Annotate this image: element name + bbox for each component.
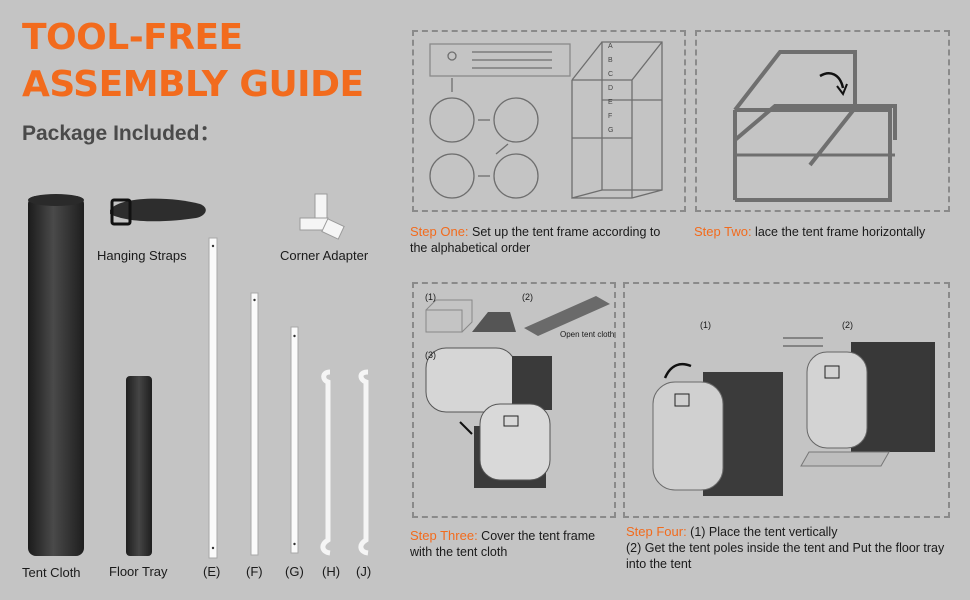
step-two-diagram (733, 50, 897, 202)
step-one-text: Set up the tent frame according to the a… (410, 225, 661, 255)
pole-j-label: (J) (356, 564, 372, 579)
step-one-diagram (429, 41, 663, 199)
step-three-sub-1: (1) (425, 292, 436, 302)
frame-letter-a: A (608, 43, 613, 50)
frame-letter-c: C (608, 71, 614, 78)
tent-cloth-label: Tent Cloth (22, 565, 81, 580)
step-three-panel (412, 282, 616, 518)
frame-letter-f: F (608, 113, 613, 120)
frame-letter-b: B (608, 57, 613, 64)
title-line-2: ASSEMBLY GUIDE (22, 64, 364, 105)
package-illustrations (28, 193, 369, 559)
step-two-heading: Step Two: (694, 224, 752, 239)
step-two-text: lace the tent frame horizontally (751, 225, 926, 239)
step-one-panel (412, 30, 686, 212)
floor-tray-roll (126, 376, 152, 556)
hanging-straps-label: Hanging Straps (97, 248, 187, 263)
pole-f-label: (F) (246, 564, 263, 579)
step-four-panel (623, 282, 950, 518)
step-one-caption: Step One: Set up the tent frame accordin… (410, 224, 680, 256)
corner-adapter-label: Corner Adapter (280, 248, 369, 263)
floor-tray-label: Floor Tray (109, 564, 168, 579)
title-line-1: TOOL-FREE (22, 17, 243, 58)
step-four-caption: Step Four: (1) Place the tent vertically… (626, 524, 946, 572)
step-three-text: Cover the tent frame with the tent cloth (410, 529, 596, 559)
step-three-heading: Step Three: (410, 528, 478, 543)
open-tent-cloth-label: Open tent cloth (560, 330, 615, 339)
frame-letters: A B C D E F G (608, 40, 620, 138)
step-four-diagram (652, 337, 935, 496)
step-four-sub-2: (2) (842, 320, 853, 330)
step-three-caption: Step Three: Cover the tent frame with th… (410, 528, 620, 560)
step-four-sub-1: (1) (700, 320, 711, 330)
pole-h-label: (H) (322, 564, 341, 579)
pole-g-label: (G) (285, 564, 304, 579)
step-four-text-2: (2) Get the tent poles inside the tent a… (626, 541, 945, 571)
frame-letter-d: D (608, 85, 614, 92)
step-three-sub-2: (2) (522, 292, 533, 302)
pole-e-label: (E) (203, 564, 221, 579)
frame-letter-e: E (608, 99, 613, 106)
pole-g-image (290, 326, 299, 554)
pole-j-image (358, 369, 369, 556)
pole-f-image (250, 292, 259, 556)
frame-letter-g: G (608, 127, 614, 134)
step-three-sub-3: (3) (425, 350, 436, 360)
step-four-heading: Step Four: (626, 524, 687, 539)
step-one-heading: Step One: (410, 224, 469, 239)
step-four-text: (1) Place the tent vertically (686, 525, 838, 539)
step-three-diagram (425, 296, 610, 488)
step-two-caption: Step Two: lace the tent frame horizontal… (694, 224, 954, 240)
hanging-straps-image (110, 198, 206, 226)
step-two-panel (695, 30, 950, 212)
tent-cloth-roll (28, 194, 84, 556)
pole-e-image (208, 237, 218, 559)
package-heading: Package Included： (22, 122, 221, 145)
pole-h-image (320, 369, 331, 556)
corner-adapter-image (299, 193, 345, 240)
